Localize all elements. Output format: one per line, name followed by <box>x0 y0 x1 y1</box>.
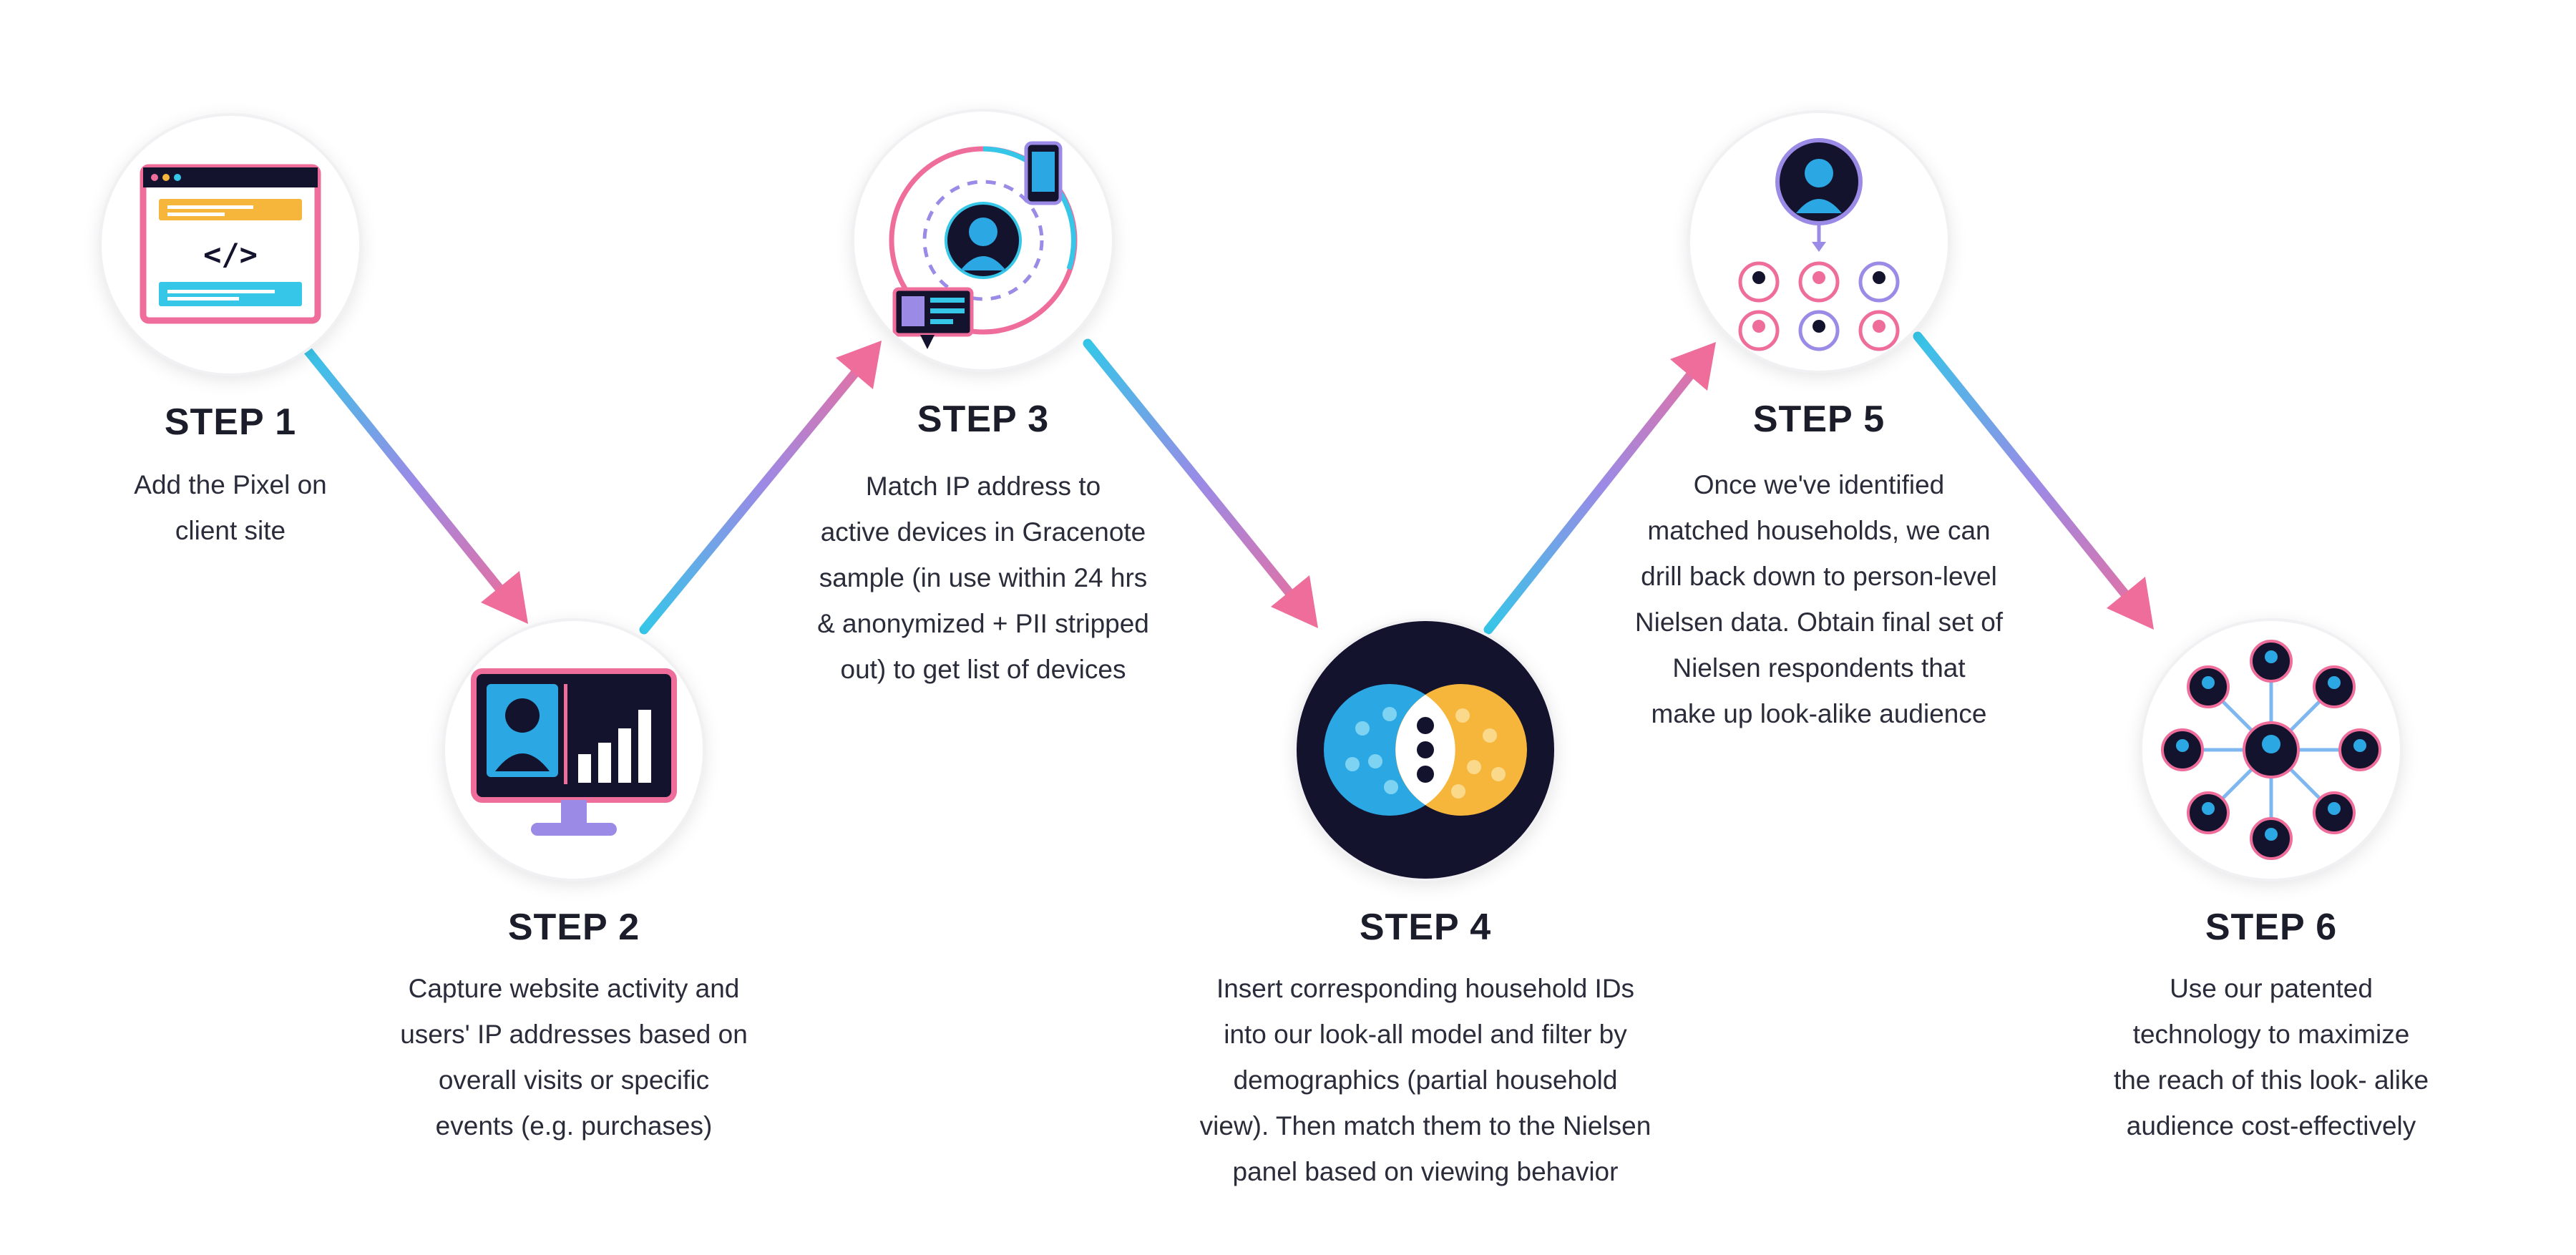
monitor-analytics-icon <box>471 668 677 836</box>
venn-households-icon <box>1324 684 1527 816</box>
step-3-icon-circle <box>854 112 1112 369</box>
audience-network-icon <box>2161 640 2381 860</box>
step-6-description: Use our patented technology to maximize … <box>2113 974 2429 1141</box>
step-2-title: STEP 2 <box>507 907 640 948</box>
step-3-description: Match IP address to active devices in Gr… <box>817 472 1149 684</box>
step-1-description: Add the Pixel on client site <box>134 470 327 545</box>
step-1-icon-circle: </> <box>102 116 359 373</box>
website-code-icon: </> <box>140 164 321 324</box>
step-4-title: STEP 4 <box>1359 907 1492 948</box>
step-1-title: STEP 1 <box>164 401 297 443</box>
step-2-description: Capture website activity and users' IP a… <box>400 974 748 1141</box>
step-5-icon-circle <box>1690 113 1948 371</box>
code-glyph: </> <box>203 237 258 272</box>
person-hierarchy-icon <box>1738 138 1900 351</box>
connector-arrow-4-5 <box>1483 342 1716 635</box>
connector-arrow-2-3 <box>639 341 882 635</box>
device-orbit-icon <box>889 141 1078 349</box>
step-6-icon-circle <box>2142 621 2400 879</box>
step-5-title: STEP 5 <box>1752 399 1885 440</box>
connector-arrow-3-4 <box>1083 338 1318 628</box>
connector-arrow-5-6 <box>1913 331 2154 630</box>
step-4-icon-circle <box>1297 621 1554 879</box>
step-4-description: Insert corresponding household IDs into … <box>1199 974 1652 1186</box>
step-2-icon-circle <box>445 621 703 879</box>
step-6-title: STEP 6 <box>2205 907 2338 948</box>
connector-arrow-1-2 <box>303 346 528 624</box>
step-5-description: Once we've identified matched households… <box>1634 470 2004 728</box>
step-3-title: STEP 3 <box>917 399 1050 440</box>
